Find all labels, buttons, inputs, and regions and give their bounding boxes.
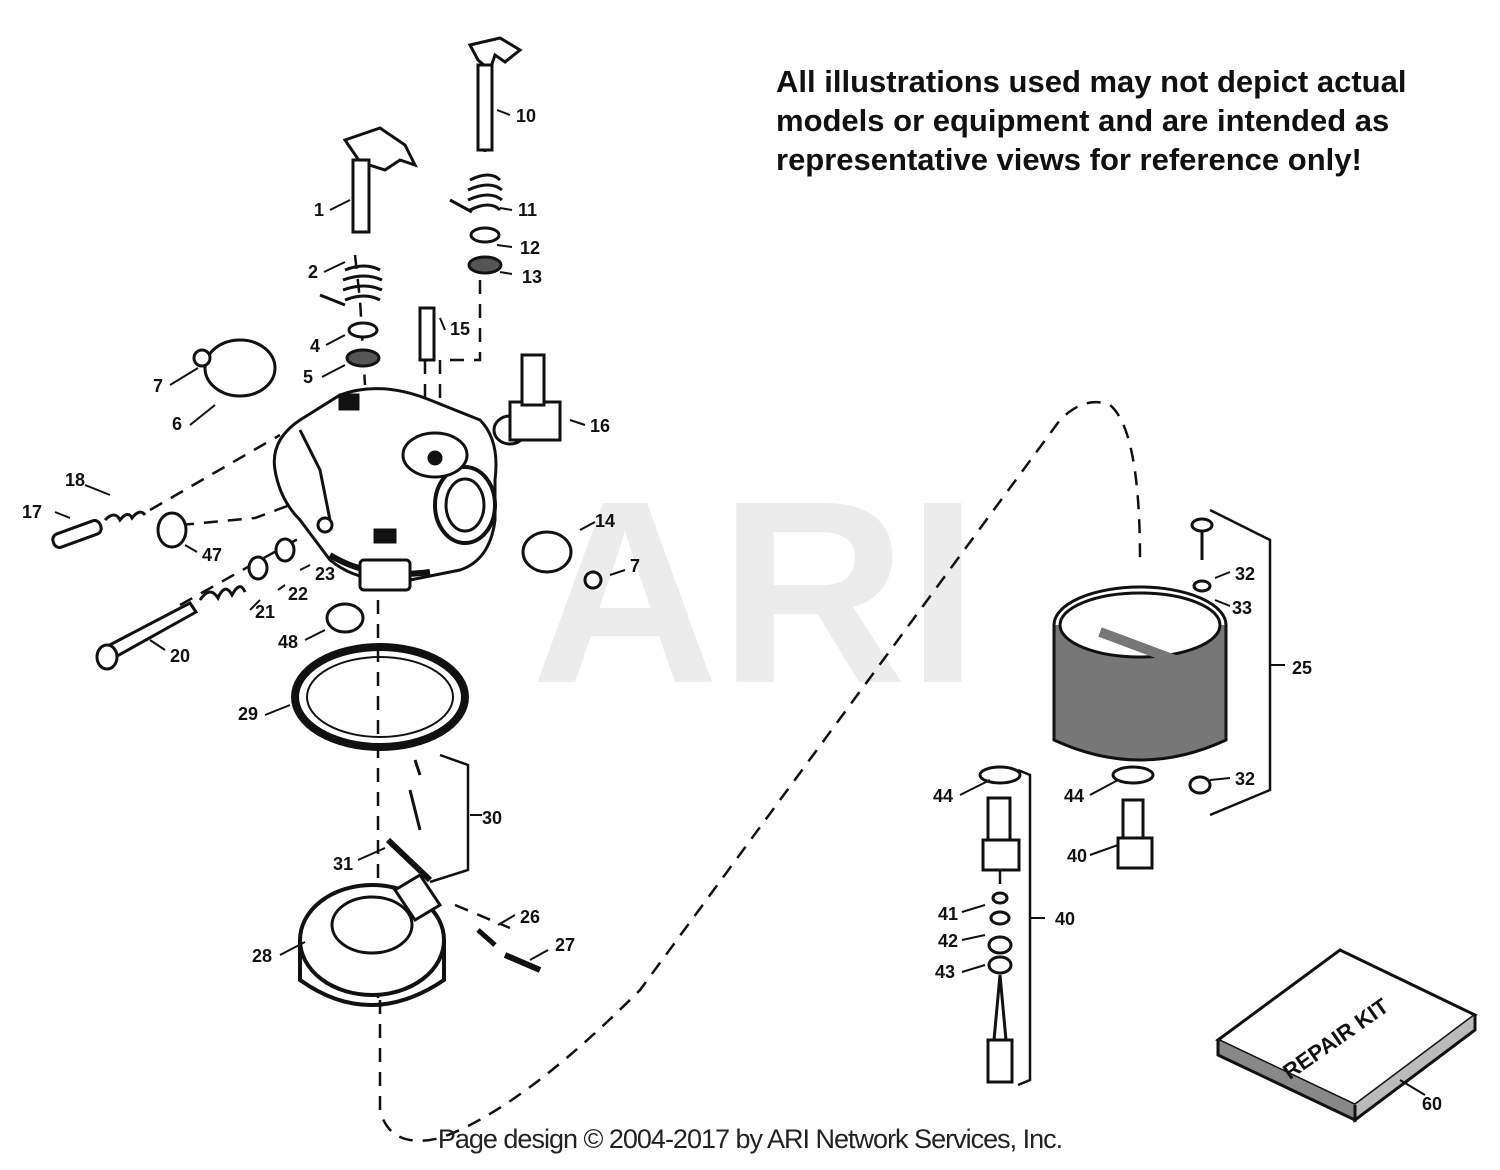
repair-kit-box (1215, 948, 1478, 1123)
clip-part (385, 837, 433, 883)
washer-part (274, 537, 296, 563)
callout-14: 14 (595, 511, 615, 531)
choke-shaft-part (467, 36, 523, 152)
spring-part (198, 585, 247, 602)
screw-part (192, 348, 212, 368)
screw-part (583, 570, 603, 590)
disclaimer-line: representative views for reference only! (776, 142, 1362, 177)
callout-40: 40 (1067, 846, 1087, 866)
bowl-nut-part (986, 796, 1012, 842)
welch-plug-part (325, 602, 365, 634)
adjust-needle-part (986, 1038, 1014, 1084)
washer-part (1111, 765, 1155, 785)
washer-part (1192, 579, 1212, 593)
callout-44: 44 (933, 786, 953, 806)
bowl-gasket-part (291, 643, 469, 751)
seal-part (345, 348, 381, 368)
callout-47: 47 (202, 545, 222, 565)
spring-part (476, 928, 497, 947)
callout-33: 33 (1232, 598, 1252, 618)
float-pin-part (503, 952, 542, 973)
callout-7: 7 (153, 376, 163, 396)
callout-22: 22 (288, 584, 308, 604)
callout-27: 27 (555, 935, 575, 955)
needle-screw-part (95, 601, 199, 671)
leader-lines (54, 109, 1426, 1096)
disclaimer-line: models or equipment and are intended as (776, 103, 1390, 138)
o-ring-part (987, 935, 1013, 955)
throttle-plate-part (203, 338, 277, 398)
callout-32: 32 (1235, 564, 1255, 584)
callout-13: 13 (522, 267, 542, 287)
adjust-needle-part (992, 974, 1008, 1042)
inlet-needle-part (408, 759, 422, 831)
callout-1: 1 (314, 200, 324, 220)
washer-part (1188, 775, 1212, 795)
callout-30: 30 (482, 808, 502, 828)
throttle-shaft-part (342, 126, 418, 234)
washer-part (978, 765, 1022, 785)
washer-part (469, 226, 501, 244)
callout-43: 43 (935, 962, 955, 982)
callout-44: 44 (1064, 786, 1084, 806)
callout-4: 4 (310, 336, 320, 356)
o-ring-part (991, 891, 1009, 905)
callout-5: 5 (303, 367, 313, 387)
bowl-nut-part (981, 838, 1021, 872)
washer-part (247, 555, 269, 581)
callout-48: 48 (278, 632, 298, 652)
callout-12: 12 (520, 238, 540, 258)
callout-18: 18 (65, 470, 85, 490)
choke-plate-part (521, 530, 573, 574)
carburetor-body (272, 387, 498, 592)
callout-29: 29 (238, 704, 258, 724)
bowl-nut-part (1121, 798, 1145, 842)
callout-26: 26 (520, 907, 540, 927)
callout-28: 28 (252, 946, 272, 966)
callout-32: 32 (1235, 769, 1255, 789)
spring-part (319, 173, 503, 307)
callout-23: 23 (315, 564, 335, 584)
callout-6: 6 (172, 414, 182, 434)
callout-11: 11 (518, 200, 537, 220)
callout-41: 41 (938, 904, 958, 924)
callout-25: 25 (1292, 658, 1312, 678)
callout-31: 31 (333, 854, 353, 874)
callout-10: 10 (516, 106, 536, 126)
callout-20: 20 (170, 646, 190, 666)
callout-21: 21 (255, 602, 275, 622)
ari-watermark: ARI (531, 448, 979, 738)
washer-part (347, 321, 379, 339)
screw-part (1190, 517, 1214, 533)
disclaimer-text: All illustrations used may not depict ac… (776, 62, 1456, 179)
fuel-inlet-part (492, 353, 562, 446)
copyright-footer: Page design © 2004-2017 by ARI Network S… (437, 1124, 1063, 1154)
callout-42: 42 (938, 931, 958, 951)
washer-part (989, 910, 1011, 926)
callout-60: 60 (1422, 1094, 1442, 1114)
disclaimer-line: All illustrations used may not depict ac… (776, 64, 1407, 99)
stud-part (418, 306, 436, 362)
callout-40: 40 (1055, 909, 1075, 929)
callout-7: 7 (630, 556, 640, 576)
welch-plug-part (156, 511, 188, 549)
float-bowl-part (1052, 585, 1228, 762)
callout-15: 15 (450, 319, 470, 339)
callout-numbers: 1 2 4 5 6 7 7 10 11 12 13 14 15 16 17 18… (22, 106, 1442, 1114)
callout-2: 2 (308, 262, 318, 282)
idle-screw-part (51, 510, 147, 549)
callout-16: 16 (590, 416, 610, 436)
bowl-nut-part (1116, 836, 1154, 870)
float-part (298, 872, 446, 1007)
o-ring-part (987, 955, 1013, 975)
seal-part (467, 255, 503, 275)
callout-17: 17 (22, 502, 42, 522)
